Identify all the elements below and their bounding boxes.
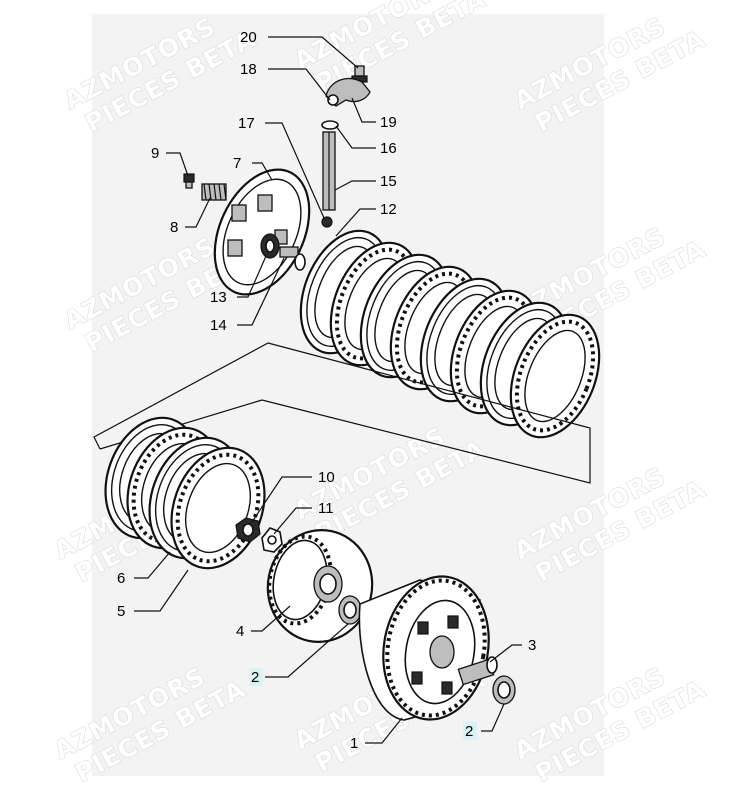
callout-19: 19	[380, 114, 397, 131]
part-thrust-piece	[279, 246, 306, 271]
part-clutch-basket	[358, 575, 490, 721]
leader-lines	[134, 36, 522, 744]
clutch-plate-stack-lower	[104, 416, 266, 570]
clutch-plate-stack	[299, 229, 601, 439]
callout-17: 17	[238, 115, 255, 132]
callout-18: 18	[240, 61, 257, 78]
part-spring	[201, 183, 227, 201]
part-push-rod	[322, 131, 336, 211]
callout-2-right: 2	[465, 723, 473, 740]
callout-12: 12	[380, 201, 397, 218]
callout-3: 3	[528, 637, 536, 654]
part-sleeve	[457, 656, 498, 686]
part-bearing	[260, 233, 280, 259]
callout-13: 13	[210, 289, 227, 306]
part-washer	[321, 120, 339, 130]
callout-16: 16	[380, 140, 397, 157]
part-nut	[235, 517, 261, 543]
callout-2-left: 2	[251, 669, 259, 686]
callout-20: 20	[240, 29, 257, 46]
callout-14: 14	[210, 317, 227, 334]
callout-15: 15	[380, 173, 397, 190]
callout-7: 7	[233, 155, 241, 172]
callout-6: 6	[117, 570, 125, 587]
part-thrust-washer	[338, 595, 362, 625]
callout-9: 9	[151, 145, 159, 162]
callout-8: 8	[170, 219, 178, 236]
part-release-lever	[325, 77, 371, 107]
clutch-plate	[509, 313, 601, 439]
callout-4: 4	[236, 623, 244, 640]
callout-labels: 20 18 19 17 16 15 9 7 8 12 13 14 10 11 6…	[117, 29, 536, 752]
callout-1: 1	[350, 735, 358, 752]
callout-11: 11	[318, 500, 334, 517]
callout-10: 10	[318, 469, 335, 486]
callout-highlight-box	[249, 668, 263, 686]
part-lock-washer	[261, 527, 283, 553]
part-ball	[321, 216, 333, 228]
callout-5: 5	[117, 603, 125, 620]
part-screw	[183, 173, 195, 189]
part-thrust-washer-2	[492, 675, 516, 705]
callout-highlight-box-2	[463, 722, 477, 740]
